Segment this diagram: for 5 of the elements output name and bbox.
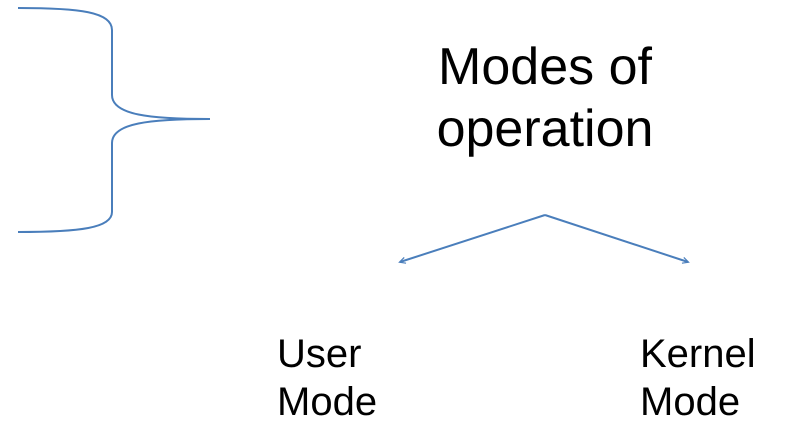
node-label: User Mode — [277, 331, 378, 426]
arrow — [544, 214, 690, 264]
node-label: Modes of operation — [436, 37, 654, 160]
node-label: Kernel Mode — [640, 331, 757, 426]
arrow — [398, 214, 546, 264]
